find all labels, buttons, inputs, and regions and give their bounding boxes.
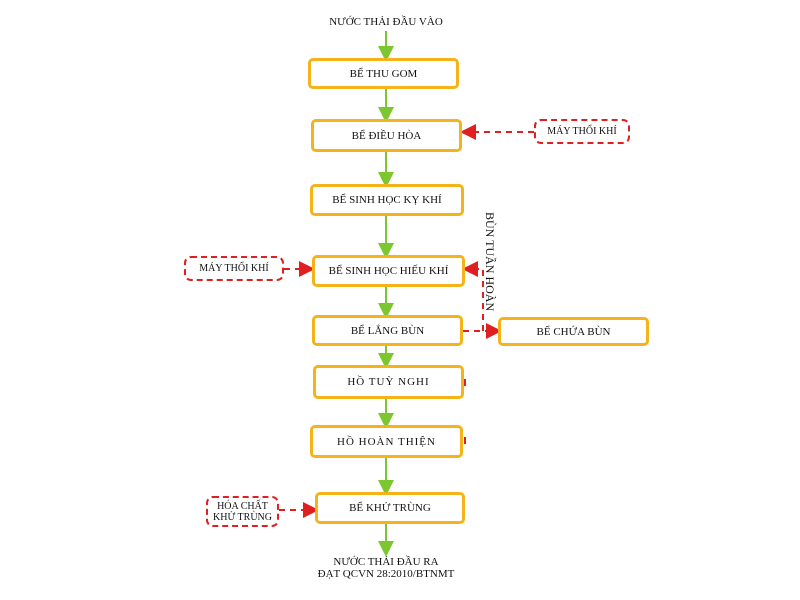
step-settling-tank: BỂ LẮNG BÙN bbox=[312, 315, 463, 346]
sludge-recycle-label: BÙN TUẦN HOÀN bbox=[483, 212, 497, 312]
step-facultative-pond: HỒ TUỲ NGHI bbox=[313, 365, 464, 399]
step-collection-tank: BỂ THU GOM bbox=[308, 58, 459, 89]
step-aerobic-tank: BỂ SINH HỌC HIẾU KHÍ bbox=[312, 255, 465, 287]
output-label-line1: NƯỚC THẢI ĐẦU RA bbox=[333, 556, 439, 568]
step-polishing-pond: HỒ HOÀN THIỆN bbox=[310, 425, 463, 458]
chemical-label-line2: KHỬ TRÙNG bbox=[213, 511, 272, 523]
step-anaerobic-tank: BỂ SINH HỌC KỴ KHÍ bbox=[310, 184, 464, 216]
dashed-sludge-recycle-line bbox=[462, 261, 484, 331]
aux-blower-aerobic: MÁY THỔI KHÍ bbox=[184, 256, 284, 281]
aux-sludge-storage-tank: BỂ CHỨA BÙN bbox=[498, 317, 649, 346]
step-disinfection-tank: BỂ KHỬ TRÙNG bbox=[315, 492, 465, 524]
chemical-label-line1: HÓA CHẤT bbox=[217, 500, 268, 512]
output-label: NƯỚC THẢI ĐẦU RA ĐẠT QCVN 28:2010/BTNMT bbox=[306, 556, 466, 580]
aux-disinfection-chemical: HÓA CHẤT KHỬ TRÙNG bbox=[206, 496, 279, 527]
step-equalization-tank: BỂ ĐIỀU HÒA bbox=[311, 119, 462, 152]
input-label: NƯỚC THẢI ĐẦU VÀO bbox=[329, 16, 443, 28]
aux-blower-equalization: MÁY THỔI KHÍ bbox=[534, 119, 630, 144]
output-label-line2: ĐẠT QCVN 28:2010/BTNMT bbox=[317, 568, 455, 580]
